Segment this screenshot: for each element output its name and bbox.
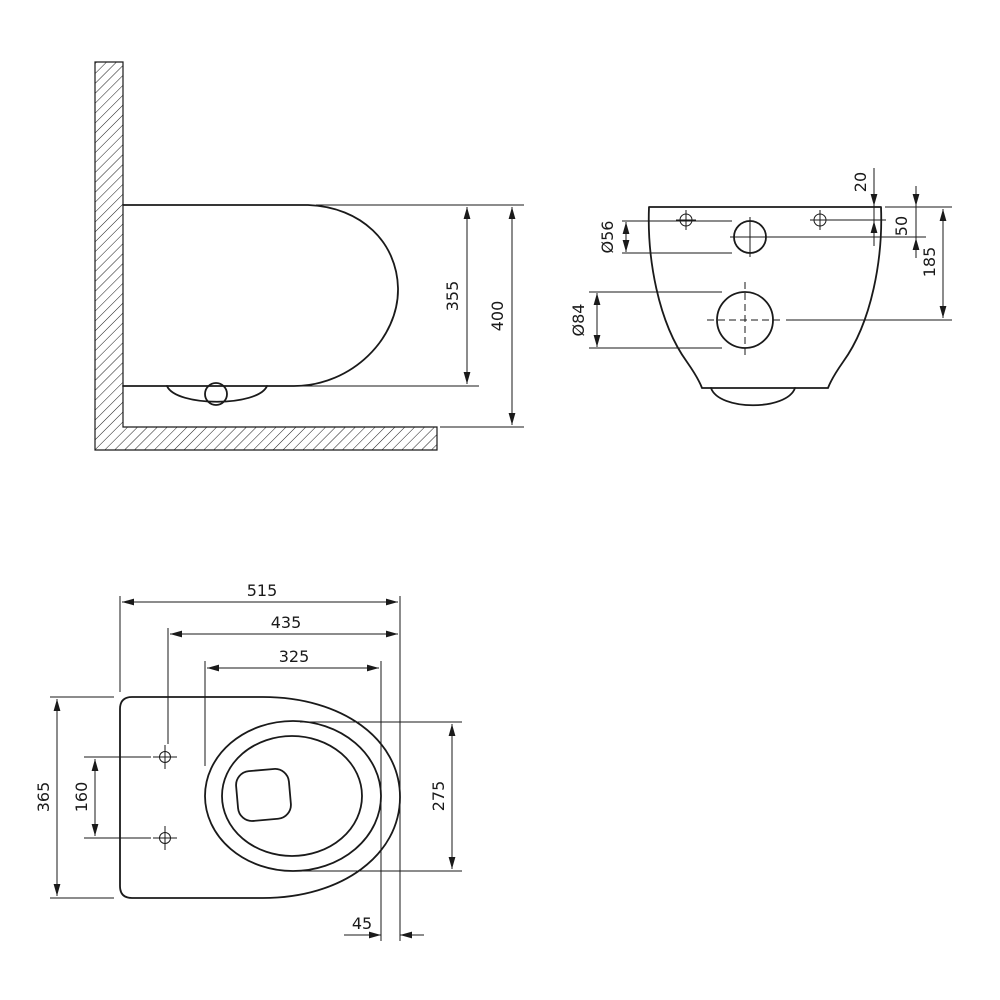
side-view: 355 400 <box>94 61 524 451</box>
seat-bolt-hole-top <box>153 745 177 769</box>
toilet-side-profile <box>122 204 399 387</box>
rear-extension-lines <box>589 206 952 349</box>
flush-outlet-shape <box>235 768 292 822</box>
dim-label-total-height: 400 <box>488 301 507 332</box>
top-extension-lines <box>50 596 462 941</box>
trap-bump-rear <box>710 387 796 407</box>
seat-ring-outer <box>204 720 382 872</box>
seat-bolt-hole-bottom <box>153 826 177 850</box>
wall-floor-hatch <box>94 61 438 451</box>
toilet-rear-outline <box>647 206 883 389</box>
dim-label-front-offset: 45 <box>352 914 372 933</box>
dim-label-total-width: 365 <box>34 782 53 813</box>
dim-label-opening-length: 325 <box>279 647 310 666</box>
side-dimension-lines <box>463 207 516 425</box>
toilet-top-outline <box>119 696 401 899</box>
dim-label-rim-height: 355 <box>443 281 462 312</box>
dim-label-holes-to-front: 435 <box>271 613 302 632</box>
dim-label-outlet-diameter: Ø84 <box>569 304 588 337</box>
dim-label-opening-width: 275 <box>429 781 448 812</box>
trap-bump-side <box>166 385 268 403</box>
dim-label-holes-spacing: 160 <box>72 782 91 813</box>
mounting-hole-left <box>676 210 696 230</box>
side-extension-lines <box>302 204 524 428</box>
dim-label-edge-to-holes: 20 <box>851 172 870 192</box>
rear-dimension-lines <box>593 168 947 347</box>
rear-view: Ø56 Ø84 20 50 185 <box>569 168 952 407</box>
mounting-hole-right <box>810 210 830 230</box>
top-dimension-lines <box>53 598 456 939</box>
dim-label-inlet-diameter: Ø56 <box>598 221 617 254</box>
dim-label-edge-to-outlet: 185 <box>920 247 939 278</box>
drain-circle-side <box>204 382 228 406</box>
dim-label-edge-to-inlet: 50 <box>892 216 911 236</box>
inlet-centerlines <box>730 217 770 257</box>
outlet-centerlines <box>707 282 784 358</box>
bowl-opening-inner <box>221 735 363 857</box>
top-view: 515 435 325 365 160 275 45 <box>34 581 462 941</box>
dim-label-total-length: 515 <box>247 581 278 600</box>
